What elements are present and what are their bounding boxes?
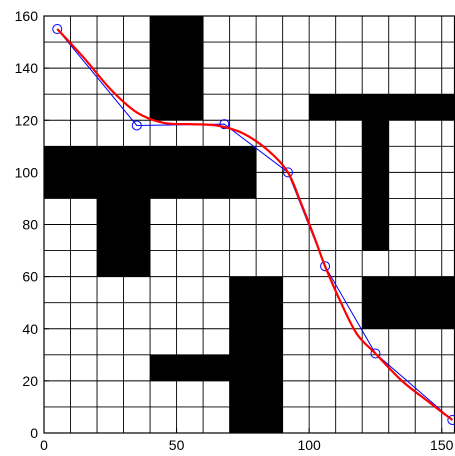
y-tick-label: 0: [30, 425, 38, 441]
y-tick-label: 20: [22, 373, 38, 389]
smoothed-path-line: [56, 28, 454, 421]
obstacle-block: [309, 94, 455, 121]
x-tick-label: 0: [40, 437, 48, 453]
y-tick-label: 140: [15, 60, 39, 76]
x-tick-label: 150: [430, 437, 454, 453]
waypoint-marker: [219, 119, 230, 130]
y-tick-label: 40: [22, 321, 38, 337]
waypoint-marker: [320, 261, 331, 272]
obstacle-block: [150, 354, 230, 381]
waypoint-marker: [447, 414, 455, 425]
waypoint-marker: [52, 24, 63, 35]
y-tick-label: 80: [22, 217, 38, 233]
x-tick-label: 50: [169, 437, 185, 453]
y-tick-label: 160: [15, 8, 39, 24]
waypoint-marker: [370, 348, 381, 359]
waypoint-marker: [131, 120, 142, 131]
obstacle-block: [362, 120, 389, 251]
waypoint-marker: [282, 167, 293, 178]
x-tick-label: 100: [297, 437, 321, 453]
y-tick-label: 100: [15, 164, 39, 180]
y-tick-label: 120: [15, 112, 39, 128]
y-tick-label: 60: [22, 269, 38, 285]
